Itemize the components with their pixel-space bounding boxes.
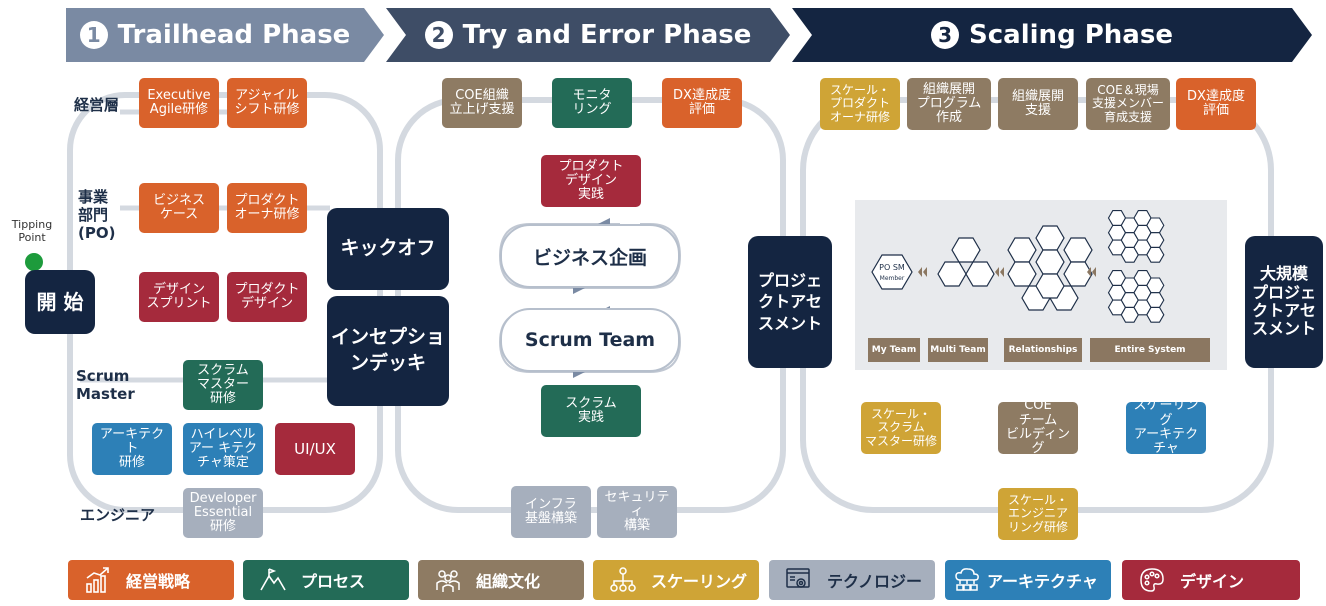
phase2-number: 2 [424, 21, 453, 49]
phase2-label: Try and Error Phase [462, 20, 752, 50]
hexagon [1146, 306, 1165, 323]
stage-my-team: My Team [868, 338, 920, 362]
mountain-icon [259, 566, 287, 594]
scale-eng-box: スケール・ エンジニア リング研修 [998, 488, 1078, 540]
legend-design-label: デザイン [1180, 572, 1245, 591]
legend-strategy: 経営戦略 [68, 560, 234, 600]
hexagon [1146, 292, 1165, 308]
stage-relationships: Relationships [1004, 338, 1082, 362]
business-case-box: ビジネス ケース [139, 183, 219, 233]
business-planning-pill: ビジネス企画 [500, 224, 680, 288]
uiux-box: UI/UX [275, 423, 355, 475]
hexagon [1146, 232, 1165, 248]
phase1-label: Trailhead Phase [117, 20, 351, 50]
product-design-box: プロダクト デザイン [227, 272, 307, 322]
sm-training-box: スクラム マスター 研修 [183, 360, 263, 410]
legend-culture-label: 組織文化 [476, 572, 541, 591]
legend-architecture-label: アーキテクチャ [987, 572, 1098, 591]
scrum-practice-box: スクラム 実践 [541, 385, 641, 437]
exec-agile-box: Executive Agile研修 [139, 78, 219, 128]
legend-scaling: スケーリング [593, 560, 759, 600]
start-box: 開 始 [25, 270, 95, 334]
phase1-banner-shape [66, 8, 384, 62]
tipping-point-label: Tipping Point [11, 218, 53, 245]
role-engineer: エンジニア [80, 506, 156, 524]
inception-box: インセプショ ンデッキ [327, 296, 449, 406]
product-design-practice-box: プロダクト デザイン 実践 [541, 155, 641, 207]
org-support-box: 組織展開 支援 [998, 78, 1078, 130]
legend-scaling-label: スケーリング [651, 572, 748, 591]
large-assessment-box: 大規模 プロジェ クトアセ スメント [1245, 236, 1323, 368]
dx-eval-box-p3: DX達成度 評価 [1176, 78, 1256, 130]
role-business: 事業 部門 (PO) [78, 188, 116, 242]
legend-technology-label: テクノロジー [827, 572, 923, 591]
legend-architecture: アーキテクチャ [945, 560, 1111, 600]
stage-multi-team: Multi Team [928, 338, 988, 362]
high-level-arch-box: ハイレベル アー キテク チャ策定 [183, 423, 263, 475]
phase3-banner: 3 Scaling Phase [812, 8, 1292, 62]
people-icon [434, 566, 462, 594]
team-roles-text: PO SM [879, 263, 905, 272]
chart-icon [84, 566, 112, 594]
monitoring-box: モニタ リング [552, 78, 632, 128]
phase3-banner-shape [792, 8, 1312, 62]
legend-technology: テクノロジー [769, 560, 935, 600]
phase1-banner: 1 Trailhead Phase [66, 8, 364, 62]
architect-training-box: アーキテクト 研修 [92, 423, 172, 475]
infra-box: インフラ 基盤構築 [511, 486, 591, 538]
role-exec: 経営層 [74, 96, 120, 114]
hexagon [1146, 277, 1165, 294]
scaling-hexagons: PO SM Member [871, 210, 1165, 323]
phase1-number: 1 [79, 21, 108, 49]
phase2-banner: 2 Try and Error Phase [406, 8, 770, 62]
role-scrum-master: Scrum Master [76, 367, 135, 403]
network-icon [609, 566, 637, 594]
tipping-point-dot [25, 253, 43, 271]
phase3-label: Scaling Phase [969, 20, 1173, 50]
assessment-box: プロジェ クトアセ スメント [748, 236, 832, 368]
legend-strategy-label: 経営戦略 [126, 572, 191, 591]
palette-icon [1138, 566, 1166, 594]
legend-design: デザイン [1122, 560, 1300, 600]
dx-eval-box-p2: DX達成度 評価 [662, 78, 742, 128]
security-box: セキュリティ 構築 [597, 486, 677, 538]
legend-process: プロセス [243, 560, 409, 600]
scaling-arch-box: スケーリング アーキテク チャ [1126, 399, 1206, 456]
coe-member-box: COE＆現場 支援メンバー 育成支援 [1086, 78, 1170, 130]
dev-essential-box: Developer Essential 研修 [183, 488, 263, 538]
hexagon [1146, 246, 1165, 263]
design-sprint-box: デザイン スプリント [139, 272, 219, 322]
coe-setup-box: COE組織 立上げ支援 [442, 78, 522, 128]
scale-sm-box: スケール・ スクラム マスター研修 [861, 402, 941, 454]
po-training-box: プロダクト オーナ研修 [227, 183, 307, 233]
hexagon [1146, 217, 1165, 234]
coe-team-box: COE チーム ビルディング [998, 399, 1078, 456]
org-program-box: 組織展開 プログラム 作成 [907, 78, 991, 130]
phase3-number: 3 [931, 21, 960, 49]
legend-culture: 組織文化 [418, 560, 584, 600]
gear-icon [785, 566, 813, 594]
scrum-team-pill: Scrum Team [500, 308, 680, 372]
stage-entire-system: Entire System [1090, 338, 1210, 362]
team-member-text: Member [880, 275, 905, 282]
phase2-banner-shape [386, 8, 790, 62]
agile-shift-box: アジャイル シフト研修 [227, 78, 307, 128]
legend-process-label: プロセス [301, 572, 366, 591]
cloud-icon [953, 566, 981, 594]
scale-po-box: スケール・ プロダクト オーナ研修 [820, 78, 900, 130]
kickoff-box: キックオフ [327, 208, 449, 290]
